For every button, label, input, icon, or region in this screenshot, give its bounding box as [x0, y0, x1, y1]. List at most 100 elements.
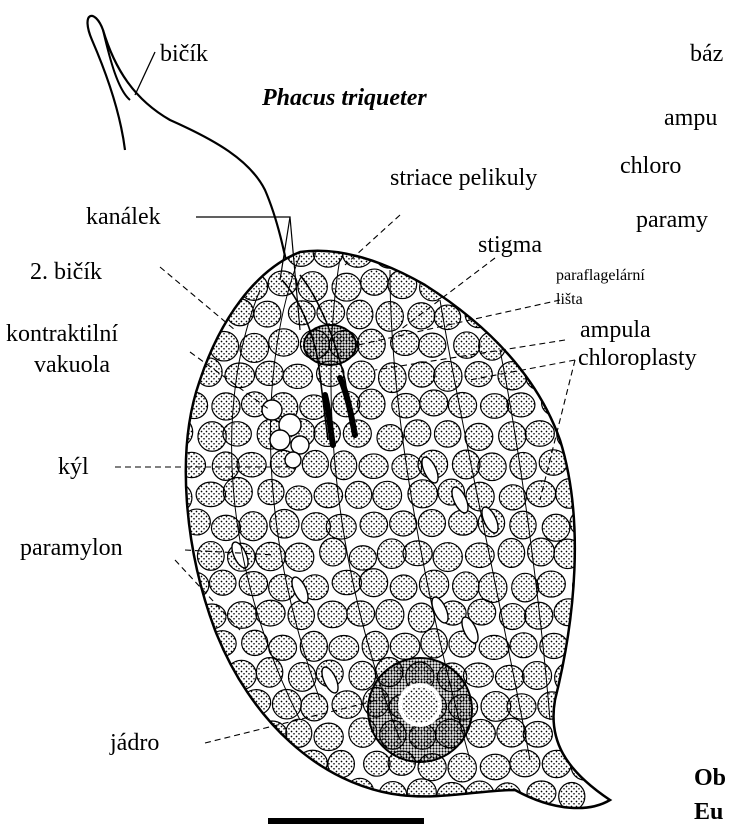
chloroplast: [269, 574, 296, 600]
chloroplast: [165, 718, 193, 747]
chloroplast: [364, 751, 390, 776]
chloroplast: [434, 421, 460, 447]
chloroplast: [166, 360, 194, 387]
chloroplast: [449, 510, 478, 535]
chloroplast: [180, 751, 207, 780]
chloroplast: [288, 601, 314, 630]
chloroplast: [498, 539, 525, 568]
chloroplast: [451, 270, 477, 300]
chloroplast: [390, 633, 420, 659]
chloroplast: [373, 481, 402, 509]
label-paramylon: paramylon: [20, 536, 123, 560]
chloroplast: [228, 782, 256, 809]
chloroplast: [377, 539, 406, 569]
chloroplast: [347, 300, 373, 329]
chloroplast: [392, 394, 420, 418]
chloroplast: [348, 361, 375, 389]
chloroplast: [345, 481, 371, 508]
label-ampula: ampula: [580, 318, 651, 342]
chloroplast: [242, 690, 271, 715]
chloroplast: [496, 300, 524, 329]
chloroplast: [509, 334, 537, 360]
chloroplast: [554, 241, 582, 266]
chloroplast: [256, 542, 286, 570]
chloroplast: [314, 723, 343, 750]
chloroplast: [288, 301, 315, 325]
label-vakuola: vakuola: [34, 353, 110, 377]
chloroplast: [254, 301, 281, 327]
chloroplast: [571, 753, 599, 780]
chloroplast: [542, 750, 571, 777]
chloroplast: [538, 692, 566, 719]
chloroplast: [510, 511, 536, 539]
chloroplast: [434, 361, 462, 391]
chloroplast: [196, 482, 225, 507]
chloroplast: [390, 511, 417, 536]
chloroplast: [404, 245, 432, 270]
chloroplast: [256, 361, 284, 385]
chloroplast: [376, 302, 403, 332]
chloroplast: [479, 635, 509, 659]
chloroplast: [209, 631, 236, 657]
chloroplast: [497, 718, 526, 747]
chloroplast: [287, 779, 315, 805]
chloroplast: [391, 330, 420, 355]
chloroplast: [227, 240, 254, 269]
chloroplast: [197, 240, 223, 269]
chloroplast: [317, 300, 345, 325]
chloroplast: [573, 573, 600, 598]
chloroplast: [199, 780, 225, 805]
chloroplast: [481, 394, 509, 419]
chloroplast: [512, 573, 539, 602]
chloroplast: [332, 273, 361, 301]
label-striace: striace pelikuly: [390, 166, 537, 190]
chloroplast: [225, 723, 251, 747]
chloroplast: [300, 631, 327, 661]
chloroplast: [332, 691, 362, 718]
chloroplast: [286, 486, 312, 510]
chloroplast: [212, 452, 239, 480]
chloroplast: [448, 392, 476, 417]
chloroplast: [419, 333, 446, 357]
chloroplast: [408, 603, 434, 632]
chloroplast: [237, 453, 266, 477]
label-jadro: jádro: [110, 731, 159, 755]
chloroplast: [434, 305, 460, 329]
cropped-label-ob: Ob: [694, 766, 726, 790]
chloroplast: [209, 750, 239, 775]
chloroplast: [298, 750, 327, 776]
chloroplast: [225, 363, 255, 388]
chloroplast: [377, 425, 403, 451]
chloroplast: [349, 546, 376, 570]
chloroplast: [453, 572, 479, 600]
chloroplast: [178, 632, 207, 659]
chloroplast: [495, 665, 524, 689]
chloroplast: [390, 575, 417, 600]
chloroplast: [409, 362, 435, 387]
chloroplast: [210, 570, 236, 595]
chloroplast: [258, 479, 284, 504]
cropped-label-chloro: chloro: [620, 154, 681, 178]
chloroplast: [360, 512, 388, 537]
chloroplast: [198, 422, 226, 451]
cropped-label-baz: báz: [690, 42, 723, 66]
chloroplast: [510, 452, 536, 479]
chloroplast: [165, 300, 191, 324]
chloroplast: [228, 602, 257, 629]
cropped-label-eu: Eu: [694, 800, 723, 824]
chloroplast: [572, 634, 598, 662]
cropped-label-ampu: ampu: [664, 106, 717, 130]
chloroplast: [239, 572, 267, 596]
chloroplast: [388, 270, 417, 298]
chloroplast: [199, 723, 225, 750]
chloroplast: [179, 335, 209, 361]
chloroplast: [480, 274, 508, 301]
chloroplast: [554, 539, 582, 568]
chloroplast: [241, 748, 268, 777]
chloroplast: [481, 692, 511, 722]
chloroplast: [169, 662, 195, 690]
label-paraflagelarni: paraflagelární: [556, 268, 645, 284]
chloroplast: [537, 571, 565, 597]
chloroplast: [269, 635, 297, 660]
